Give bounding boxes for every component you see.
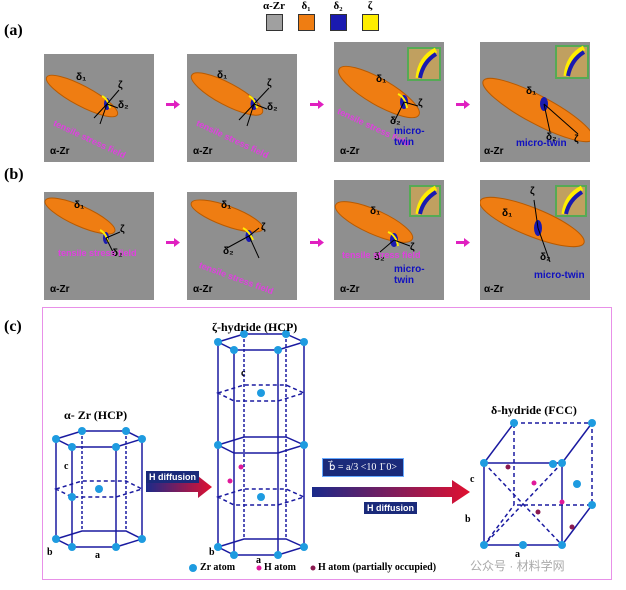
- label-zeta: ζ: [120, 224, 125, 235]
- tile-b4-graphic: [480, 185, 587, 263]
- h-diffusion-label-1: H diffusion: [146, 471, 199, 483]
- arrow-a1-icon: [166, 100, 180, 109]
- alpha-zr-title: α- Zr (HCP): [64, 408, 128, 422]
- panel-label-c: (c): [4, 318, 22, 335]
- legend-h-atom-partial: H atom (partially occupied): [318, 562, 437, 573]
- burgers-vector-label: b⃗ = a/3 <10 1̄ 0>: [322, 458, 404, 477]
- label-delta2: δ₂: [118, 100, 129, 111]
- label-delta2: δ₂: [540, 252, 551, 263]
- label-zeta: ζ: [410, 242, 415, 253]
- legend-swatch-delta1: [298, 14, 315, 31]
- delta-axis-b: b: [465, 514, 471, 525]
- label-stress: tensile stress field: [58, 248, 137, 258]
- zeta-axis-a: a: [256, 555, 261, 566]
- label-delta1: δ₁: [526, 86, 537, 97]
- tile-b2: δ₁ ζ δ₂ tensile stress field α-Zr: [187, 192, 297, 300]
- tile-b3-graphic: [334, 185, 441, 253]
- label-matrix: α-Zr: [484, 284, 504, 295]
- zeta-axis-c: c: [241, 368, 246, 379]
- label-matrix: α-Zr: [193, 146, 213, 157]
- delta-axis-a: a: [515, 549, 520, 560]
- legend-swatch-delta2: [330, 14, 347, 31]
- panel-c-frame: [42, 307, 612, 580]
- tile-a3: δ₁ ζ δ₂ tensile stress field micro-twin …: [334, 42, 444, 162]
- alpha-axis-c: c: [64, 461, 69, 472]
- label-delta1: δ₁: [502, 208, 513, 219]
- label-matrix: α-Zr: [484, 146, 504, 157]
- label-delta1: δ₁: [370, 206, 381, 217]
- tile-a1: δ₁ ζ δ₂ tensile stress field α-Zr: [44, 54, 154, 162]
- label-delta2: δ₂: [546, 132, 557, 143]
- label-twin: micro-twin: [516, 138, 567, 149]
- legend-h-atom: H atom: [264, 562, 296, 573]
- label-matrix: α-Zr: [340, 146, 360, 157]
- label-twin: micro-twin: [534, 270, 585, 281]
- label-delta1: δ₁: [76, 72, 87, 83]
- label-zeta: ζ: [118, 80, 123, 91]
- label-matrix: α-Zr: [50, 284, 70, 295]
- label-matrix: α-Zr: [50, 146, 70, 157]
- legend-label-zeta: ζ: [367, 0, 373, 12]
- arrow-b2-icon: [310, 238, 324, 247]
- label-delta2: δ₂: [223, 246, 234, 257]
- delta-axis-c: c: [470, 474, 475, 485]
- label-twin: micro-twin: [394, 264, 425, 286]
- legend-zr-atom: Zr atom: [200, 562, 236, 573]
- legend-label-delta1: δ₁: [301, 0, 311, 12]
- legend-swatch-alpha: [266, 14, 283, 31]
- label-delta1: δ₁: [221, 200, 232, 211]
- tile-b3: δ₁ ζ δ₂ tensile stress field micro-twin …: [334, 180, 444, 300]
- zeta-hydride-title: ζ-hydride (HCP): [212, 320, 298, 334]
- tile-a1-graphic: [45, 74, 120, 125]
- arrow-b1-icon: [166, 238, 180, 247]
- tile-a2-graphic: [190, 72, 270, 127]
- tile-a4: δ₁ δ₂ ζ micro-twin α-Zr: [480, 42, 590, 162]
- label-matrix: α-Zr: [340, 284, 360, 295]
- label-delta2: δ₂: [267, 102, 278, 113]
- panel-label-a: (a): [4, 22, 23, 39]
- arrow-b3-icon: [456, 238, 470, 247]
- watermark: 公众号 · 材料学网: [470, 559, 565, 573]
- panel-label-b: (b): [4, 166, 24, 183]
- label-zeta: ζ: [574, 134, 579, 145]
- legend-label-alpha: α-Zr: [262, 0, 286, 12]
- legend-label-delta2: δ₂: [333, 0, 343, 12]
- tile-a4-graphic: [482, 45, 590, 143]
- label-delta1: δ₁: [217, 70, 228, 81]
- tile-b2-graphic: [190, 199, 264, 259]
- label-matrix: α-Zr: [193, 284, 213, 295]
- label-zeta: ζ: [261, 222, 266, 233]
- tile-a3-graphic: [338, 47, 441, 123]
- label-zeta: ζ: [267, 78, 272, 89]
- tile-b4: ζ δ₁ δ₂ micro-twin α-Zr: [480, 180, 590, 300]
- tile-b1: δ₁ ζ δ₂ tensile stress field α-Zr: [44, 192, 154, 300]
- crystal-structures-graphic: [52, 330, 596, 572]
- label-zeta: ζ: [418, 98, 423, 109]
- label-twin: micro-twin: [394, 126, 425, 148]
- label-delta1: δ₁: [74, 200, 85, 211]
- legend-swatch-zeta: [362, 14, 379, 31]
- label-delta1: δ₁: [376, 74, 387, 85]
- arrow-a2-icon: [310, 100, 324, 109]
- label-stress: tensile stress field: [342, 250, 421, 260]
- label-zeta: ζ: [530, 186, 535, 197]
- label-delta2: δ₂: [390, 116, 401, 127]
- h-diffusion-label-2: H diffusion: [364, 502, 417, 514]
- arrow-a3-icon: [456, 100, 470, 109]
- alpha-axis-a: a: [95, 550, 100, 561]
- label-delta2: δ₂: [112, 248, 123, 259]
- label-delta2: δ₂: [374, 252, 385, 263]
- alpha-axis-b: b: [47, 547, 53, 558]
- tile-b1-graphic: [44, 197, 121, 255]
- delta-hydride-title: δ-hydride (FCC): [491, 403, 577, 417]
- zeta-axis-b: b: [209, 547, 215, 558]
- tile-a2: δ₁ ζ δ₂ tensile stress field α-Zr: [187, 54, 297, 162]
